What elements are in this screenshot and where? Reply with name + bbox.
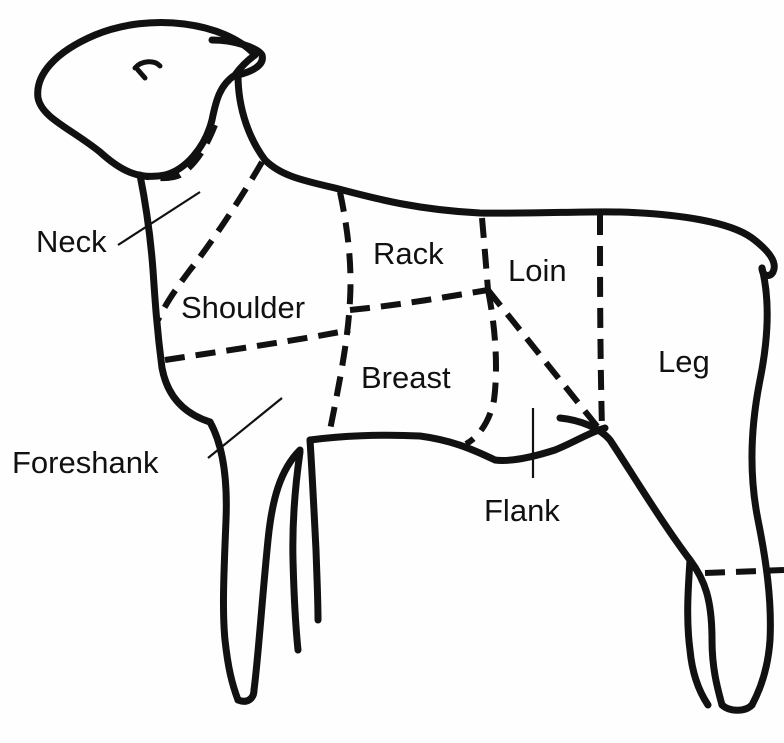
label-neck: Neck bbox=[36, 226, 107, 257]
cut-loin-leg bbox=[600, 215, 602, 428]
hoof-bottom bbox=[722, 705, 752, 710]
cut-rack-breast bbox=[350, 290, 488, 310]
eye-mark bbox=[135, 62, 160, 78]
hindleg-rear-outline bbox=[752, 268, 770, 705]
hindleg-front-outline bbox=[560, 418, 722, 705]
cut-shoulder-rack bbox=[330, 192, 351, 430]
foreleg-second-outline bbox=[293, 452, 300, 650]
label-shoulder: Shoulder bbox=[181, 292, 305, 323]
label-foreshank: Foreshank bbox=[12, 447, 158, 478]
cut-rack-loin bbox=[482, 218, 488, 290]
label-loin: Loin bbox=[508, 255, 567, 286]
foreleg-front-outline bbox=[210, 422, 238, 700]
head-outline bbox=[38, 23, 255, 177]
neck-leader bbox=[118, 192, 200, 245]
label-breast: Breast bbox=[361, 362, 451, 393]
label-flank: Flank bbox=[484, 495, 560, 526]
cut-shoulder-breast bbox=[165, 330, 350, 360]
cut-loin-flank-diagonal bbox=[488, 290, 600, 430]
foreleg-second-inner bbox=[310, 440, 318, 620]
belly-outline bbox=[310, 428, 605, 461]
foreshank-leader bbox=[208, 398, 282, 458]
cut-hind-shank bbox=[705, 570, 784, 573]
back-outline bbox=[238, 75, 774, 275]
label-rack: Rack bbox=[373, 238, 444, 269]
cut-breast-flank bbox=[466, 290, 496, 444]
label-leg: Leg bbox=[658, 346, 710, 377]
